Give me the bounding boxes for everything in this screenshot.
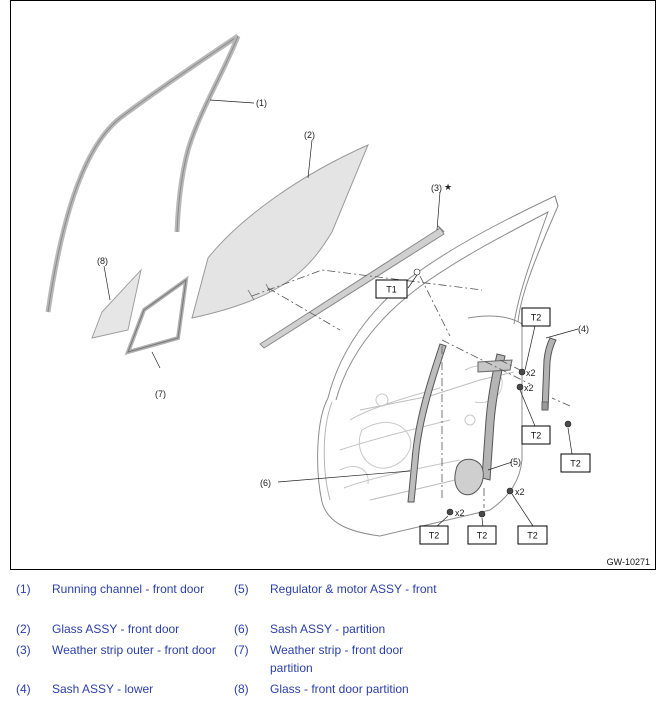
svg-text:T2: T2 [570,459,581,469]
legend-text: Sash ASSY - lower [52,682,154,696]
bolt-fasteners [413,268,572,518]
callout-1: (1) [256,98,267,108]
regulator-motor-part [454,353,513,496]
legend-number: (6) [234,622,249,636]
legend-text: Running channel - front door [52,582,205,596]
torque-box-t1: T1 [375,279,408,299]
legend-number: (3) [16,643,31,657]
legend-number: (2) [16,622,31,636]
quantity-mark: x2 [515,487,525,497]
lower-sash-part [541,337,557,411]
partition-sash-part [407,343,447,503]
torque-box-t2-middle: T2 [521,425,551,445]
torque-box-t2-bottom-right: T2 [517,525,548,545]
legend-text: Weather strip - front door partition [270,643,404,675]
svg-text:T2: T2 [531,431,542,441]
legend-text: Glass - front door partition [270,682,409,696]
callout-8: (8) [97,256,108,266]
callout-2: (2) [304,130,315,140]
figure-id: GW-10271 [607,557,650,567]
weather-strip-outer-part [259,225,445,349]
quantity-mark: x2 [524,383,534,393]
legend-text: Sash ASSY - partition [270,622,386,636]
callout-3: (3) [431,183,442,193]
exploded-parts-diagram: (1) (2) (3) ★ (4) (5) (6) (7) (8) T1 T2 … [10,0,657,570]
star-mark: ★ [444,182,452,192]
legend-number: (7) [234,643,249,657]
legend-text: Weather strip outer - front door [52,643,216,657]
figure-border [10,0,656,570]
svg-text:T2: T2 [477,531,488,541]
torque-box-t2-right: T2 [560,453,591,473]
torque-box-t2-bottom-left: T2 [419,525,449,545]
legend-text: Regulator & motor ASSY - front [270,582,437,596]
svg-text:T2: T2 [429,531,440,541]
parts-legend: (1) Running channel - front door (2) Gla… [10,580,657,700]
partition-glass-part [91,268,142,339]
svg-text:T1: T1 [386,285,397,295]
legend-number: (4) [16,682,31,696]
callout-5: (5) [510,457,521,467]
svg-text:T2: T2 [531,313,542,323]
callout-7: (7) [155,389,166,399]
svg-text:T2: T2 [527,531,538,541]
callout-6: (6) [260,478,271,488]
legend-number: (1) [16,582,31,596]
torque-box-t2-upper: T2 [521,307,551,327]
torque-box-t2-bottom-center: T2 [467,525,497,545]
legend-number: (5) [234,582,249,596]
quantity-mark: x2 [455,508,465,518]
quantity-mark: x2 [526,368,536,378]
legend-number: (8) [234,682,249,696]
legend-text: Glass ASSY - front door [52,622,180,636]
alignment-phantom-lines [251,269,571,508]
callout-4: (4) [578,324,589,334]
running-channel-part [45,33,241,313]
partition-weather-strip-part [124,275,189,355]
